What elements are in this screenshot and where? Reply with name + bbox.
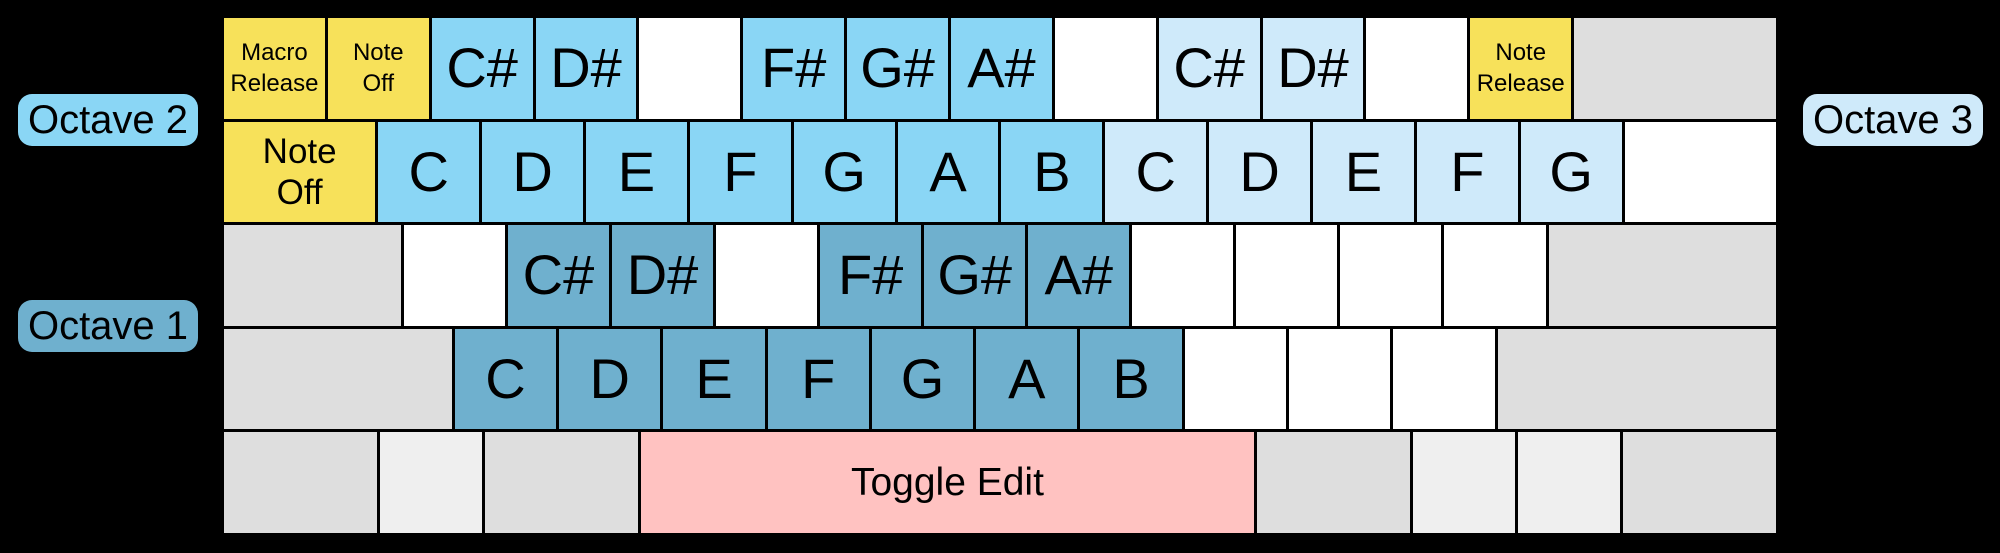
key-space-toggle-edit: Toggle Edit (638, 432, 1254, 533)
key-f-octave3: F (1413, 121, 1518, 223)
key-macro-release: Macro Release (224, 18, 325, 119)
key-g-sharp-octave1: G# (921, 225, 1026, 326)
key-gray-r5-c (1253, 432, 1410, 533)
key-blank-r3-f (1441, 225, 1546, 326)
key-lightgray-r5-c (1514, 432, 1620, 533)
key-c-octave3: C (1102, 121, 1207, 223)
key-g-octave3: G (1517, 121, 1622, 223)
key-d-octave1: D (556, 328, 661, 430)
key-lightgray-r5-a (377, 432, 483, 533)
key-d-octave3: D (1206, 121, 1311, 223)
key-blank-r2-end (1621, 121, 1776, 223)
key-blank-r3-a (400, 225, 505, 326)
key-a-sharp-octave2: A# (948, 18, 1052, 119)
key-gray-r1-end (1571, 18, 1776, 119)
key-gray-r5-b (482, 432, 639, 533)
key-g-octave2: G (790, 121, 895, 223)
octave-2-label: Octave 2 (18, 94, 198, 146)
key-note-off-number-row: Note Off (324, 18, 429, 119)
key-d-sharp-octave1: D# (608, 225, 714, 326)
key-gray-r3-end (1545, 225, 1776, 326)
key-blank-r3-d (1233, 225, 1338, 326)
key-c-sharp-octave3: C# (1155, 18, 1260, 119)
key-c-octave1: C (451, 328, 557, 430)
key-c-octave2: C (375, 121, 480, 223)
key-blank-r3-e (1337, 225, 1442, 326)
key-gray-r4-end (1494, 328, 1776, 430)
octave-3-label: Octave 3 (1803, 94, 1983, 146)
key-d-sharp-octave2: D# (532, 18, 637, 119)
key-blank-r3-b (713, 225, 818, 326)
key-f-sharp-octave1: F# (817, 225, 922, 326)
key-a-octave1: A (973, 328, 1078, 430)
key-d-sharp-octave3: D# (1259, 18, 1364, 119)
key-a-sharp-octave1: A# (1025, 225, 1130, 326)
key-lightgray-r5-b (1409, 432, 1515, 533)
key-blank-r1-a (636, 18, 741, 119)
key-a-octave2: A (894, 121, 999, 223)
key-g-sharp-octave2: G# (844, 18, 949, 119)
octave-1-label: Octave 1 (18, 300, 198, 352)
key-e-octave2: E (583, 121, 687, 223)
key-c-sharp-octave1: C# (504, 225, 609, 326)
key-blank-r3-c (1129, 225, 1234, 326)
key-c-sharp-octave2: C# (428, 18, 533, 119)
key-f-sharp-octave2: F# (740, 18, 845, 119)
key-b-octave1: B (1077, 328, 1182, 430)
key-f-octave2: F (686, 121, 791, 223)
key-e-octave3: E (1310, 121, 1414, 223)
key-blank-r4-c (1390, 328, 1495, 430)
key-blank-r4-a (1181, 328, 1286, 430)
key-d-octave2: D (479, 121, 584, 223)
key-blank-r4-b (1285, 328, 1391, 430)
key-g-octave1: G (868, 328, 974, 430)
keyboard-row-3: C#D# F#G#A# (224, 222, 1776, 326)
key-note-release: Note Release (1467, 18, 1572, 119)
key-b-octave2: B (998, 121, 1103, 223)
keyboard-row-5: Toggle Edit (224, 429, 1776, 533)
key-e-octave1: E (660, 328, 765, 430)
key-note-off-tab: Note Off (224, 121, 376, 223)
key-gray-r5-a (224, 432, 378, 533)
key-blank-r1-c (1363, 18, 1468, 119)
key-blank-r1-b (1051, 18, 1156, 119)
key-gray-r3-start (224, 225, 401, 326)
key-f-octave1: F (764, 328, 869, 430)
key-gray-r5-d (1619, 432, 1776, 533)
key-gray-r4-start (224, 328, 452, 430)
